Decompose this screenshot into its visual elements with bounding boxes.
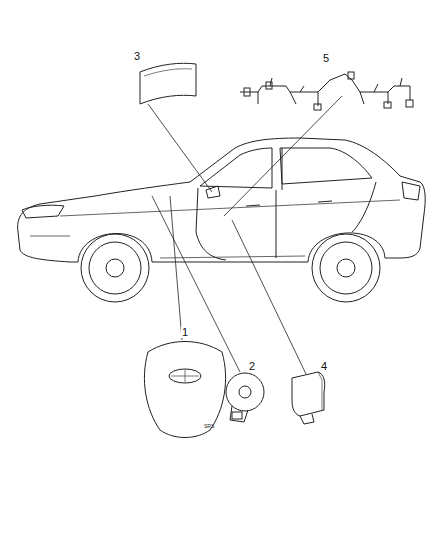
callout-number: 3 (133, 50, 141, 62)
callout-number: 5 (322, 52, 330, 64)
airbag-marking: SRS (204, 423, 214, 429)
callout-number: 4 (320, 360, 328, 372)
callout-number: 1 (181, 326, 189, 338)
callout-number: 2 (248, 360, 256, 372)
